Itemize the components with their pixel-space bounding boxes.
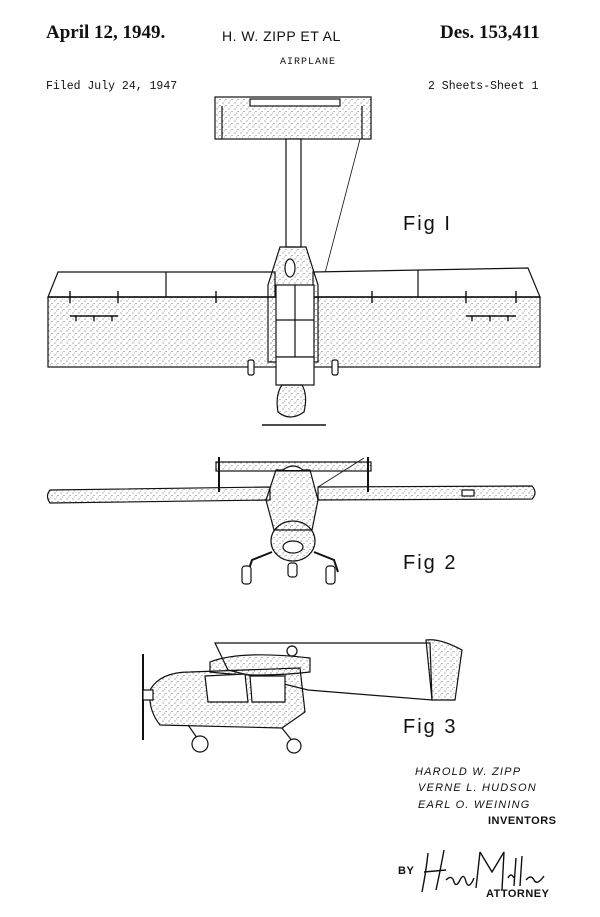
patent-number: Des. 153,411 — [440, 22, 540, 43]
inventor-short: H. W. ZIPP ET AL — [222, 28, 341, 44]
fig1-left-flap — [47, 271, 276, 298]
fig1-right-flap — [312, 267, 541, 298]
fig2-left-wing — [46, 486, 271, 504]
patent-date: April 12, 1949. — [46, 22, 166, 43]
inventor-name-3: EARL O. WEINING — [418, 799, 531, 811]
fig1-tail-boom — [285, 138, 302, 248]
fig1-nose — [276, 384, 307, 418]
attorney-label: ATTORNEY — [486, 888, 550, 900]
inventor-name-1: HAROLD W. ZIPP — [415, 766, 522, 778]
fig3-rear-wheel — [286, 738, 302, 754]
attorney-signature — [421, 849, 545, 893]
fig1-elevator — [249, 98, 341, 107]
fig2-label: Fig 2 — [403, 552, 458, 574]
fig2-front-view — [46, 457, 536, 585]
fig3-window-front — [204, 673, 249, 703]
fig1-top-view — [47, 96, 541, 426]
filed-date: Filed July 24, 1947 — [46, 80, 178, 93]
fig2-left-wheel — [241, 565, 252, 585]
fig3-side-view — [142, 639, 463, 754]
fig1-label: Fig I — [403, 213, 452, 235]
by-label: BY — [398, 865, 415, 877]
sheet-count: 2 Sheets-Sheet 1 — [428, 80, 539, 93]
fig3-window-rear — [249, 675, 286, 703]
inventors-label: INVENTORS — [488, 815, 557, 827]
patent-subject: AIRPLANE — [280, 57, 337, 68]
inventor-name-2: VERNE L. HUDSON — [418, 782, 537, 794]
fig3-tail-fin — [425, 639, 463, 701]
fig3-front-wheel — [191, 735, 209, 753]
fig2-right-wheel — [325, 565, 336, 585]
fig3-label: Fig 3 — [403, 716, 458, 738]
fig2-right-wing — [317, 485, 536, 501]
